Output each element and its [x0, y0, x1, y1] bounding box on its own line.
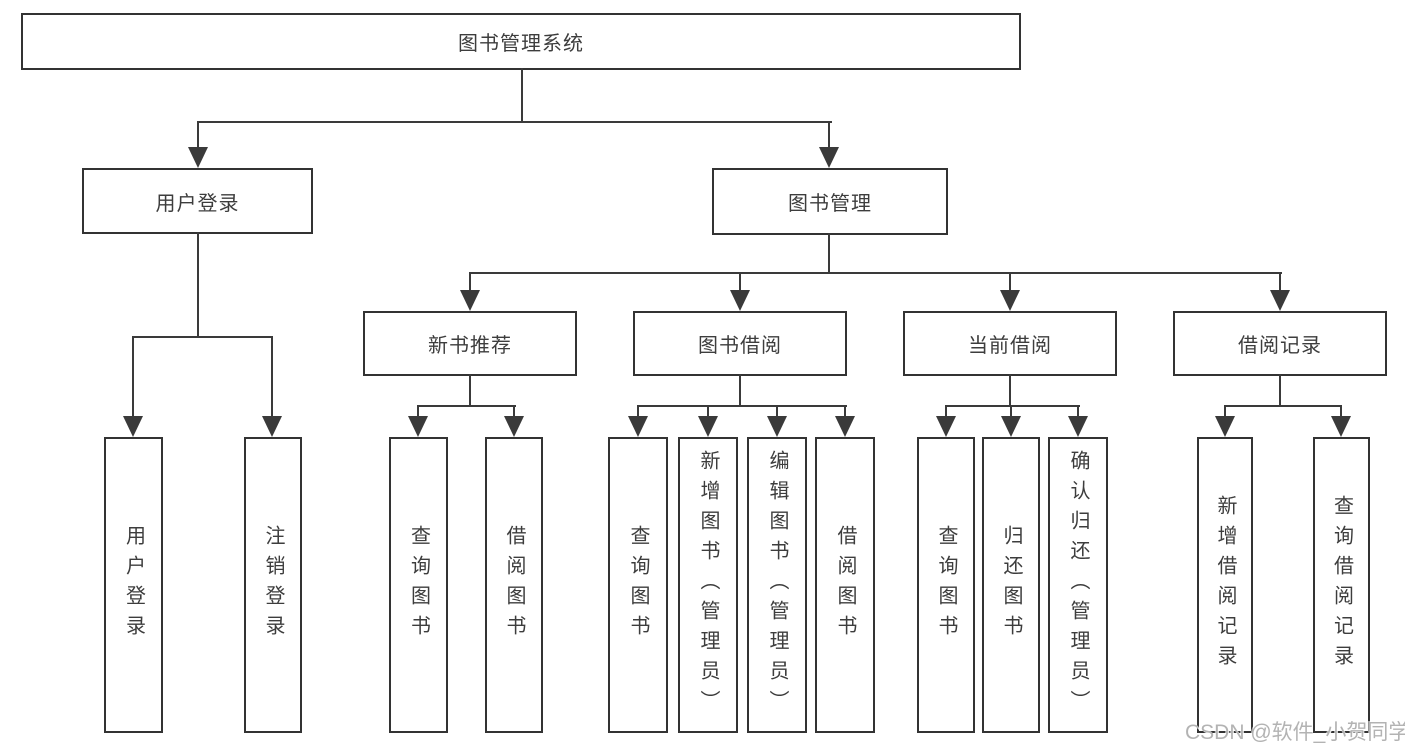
arrow-down-icon [698, 416, 718, 437]
connector-line [132, 336, 134, 418]
node-library-system: 图书管理系统 [21, 13, 1021, 70]
node-label: 归还图书 [1000, 525, 1022, 645]
arrow-down-icon [1000, 290, 1020, 311]
leaf-recommend-query-books: 查询图书 [389, 437, 448, 733]
leaf-logout: 注销登录 [244, 437, 302, 733]
connector-line [197, 232, 199, 338]
node-label: 新书推荐 [428, 335, 512, 357]
connector-line [132, 336, 273, 338]
arrow-down-icon [1068, 416, 1088, 437]
node-borrow-records: 借阅记录 [1173, 311, 1387, 376]
node-label: 图书管理 [788, 193, 872, 215]
node-label: 图书借阅 [698, 335, 782, 357]
connector-line [417, 405, 419, 418]
arrow-down-icon [819, 147, 839, 168]
arrow-down-icon [767, 416, 787, 437]
node-current-borrow: 当前借阅 [903, 311, 1117, 376]
node-label: 查询图书 [935, 525, 957, 645]
connector-line [828, 233, 830, 274]
leaf-current-query-books: 查询图书 [917, 437, 975, 733]
connector-line [945, 405, 947, 418]
arrow-down-icon [1001, 416, 1021, 437]
connector-line [1224, 405, 1226, 418]
leaf-borrow-borrow-books: 借阅图书 [815, 437, 875, 733]
node-label: 注销登录 [262, 525, 284, 645]
node-label: 查询借阅记录 [1330, 495, 1353, 675]
node-label: 查询图书 [407, 525, 430, 645]
arrow-down-icon [504, 416, 524, 437]
connector-line [271, 336, 273, 418]
connector-line [707, 405, 709, 418]
arrow-down-icon [1331, 416, 1351, 437]
node-label: 借阅图书 [503, 525, 525, 645]
leaf-borrow-add-books-admin: 新增图书（管理员） [678, 437, 738, 733]
leaf-borrow-query-books: 查询图书 [608, 437, 668, 733]
arrow-down-icon [123, 416, 143, 437]
connector-line [739, 272, 741, 292]
connector-line [521, 68, 523, 123]
node-label: 图书管理系统 [458, 33, 584, 55]
arrow-down-icon [730, 290, 750, 311]
connector-line [776, 405, 778, 418]
connector-line [197, 121, 199, 150]
connector-line [828, 121, 830, 150]
connector-line [637, 405, 639, 418]
connector-line [739, 374, 741, 407]
connector-line [1279, 272, 1281, 292]
arrow-down-icon [1270, 290, 1290, 311]
node-label: 用户登录 [155, 192, 240, 215]
leaf-user-login: 用户登录 [104, 437, 163, 733]
node-user-login: 用户登录 [82, 168, 313, 234]
connector-line [1010, 405, 1012, 418]
connector-line [1009, 374, 1011, 407]
connector-line [417, 405, 516, 407]
connector-line [469, 272, 471, 292]
node-book-management: 图书管理 [712, 168, 948, 235]
arrow-down-icon [262, 416, 282, 437]
leaf-records-add-record: 新增借阅记录 [1197, 437, 1253, 733]
node-label: 查询图书 [627, 525, 649, 645]
arrow-down-icon [835, 416, 855, 437]
connector-line [1009, 272, 1011, 292]
arrow-down-icon [188, 147, 208, 168]
connector-line [1224, 405, 1342, 407]
connector-line [1077, 405, 1079, 418]
arrow-down-icon [408, 416, 428, 437]
connector-line [198, 121, 832, 123]
node-label: 确认归还（管理员） [1067, 450, 1089, 720]
leaf-borrow-edit-books-admin: 编辑图书（管理员） [747, 437, 807, 733]
connector-line [844, 405, 846, 418]
node-label: 用户登录 [122, 525, 145, 645]
node-label: 借阅图书 [834, 525, 856, 645]
connector-line [945, 405, 1080, 407]
leaf-records-query-record: 查询借阅记录 [1313, 437, 1370, 733]
arrow-down-icon [460, 290, 480, 311]
connector-line [513, 405, 515, 418]
connector-line [1340, 405, 1342, 418]
arrow-down-icon [1215, 416, 1235, 437]
node-label: 编辑图书（管理员） [766, 450, 788, 720]
connector-line [637, 405, 847, 407]
connector-line [1279, 374, 1281, 407]
connector-line [469, 374, 471, 407]
node-label: 新增图书（管理员） [697, 450, 719, 720]
node-label: 借阅记录 [1238, 335, 1322, 357]
leaf-current-return-books: 归还图书 [982, 437, 1040, 733]
arrow-down-icon [628, 416, 648, 437]
leaf-recommend-borrow-books: 借阅图书 [485, 437, 543, 733]
node-book-borrow: 图书借阅 [633, 311, 847, 376]
watermark-csdn: CSDN @软件_小贺同学 [1185, 721, 1405, 744]
node-label: 当前借阅 [968, 335, 1052, 357]
node-new-book-recommend: 新书推荐 [363, 311, 577, 376]
leaf-current-confirm-return-admin: 确认归还（管理员） [1048, 437, 1108, 733]
arrow-down-icon [936, 416, 956, 437]
node-label: 新增借阅记录 [1214, 495, 1236, 675]
connector-line [469, 272, 1282, 274]
